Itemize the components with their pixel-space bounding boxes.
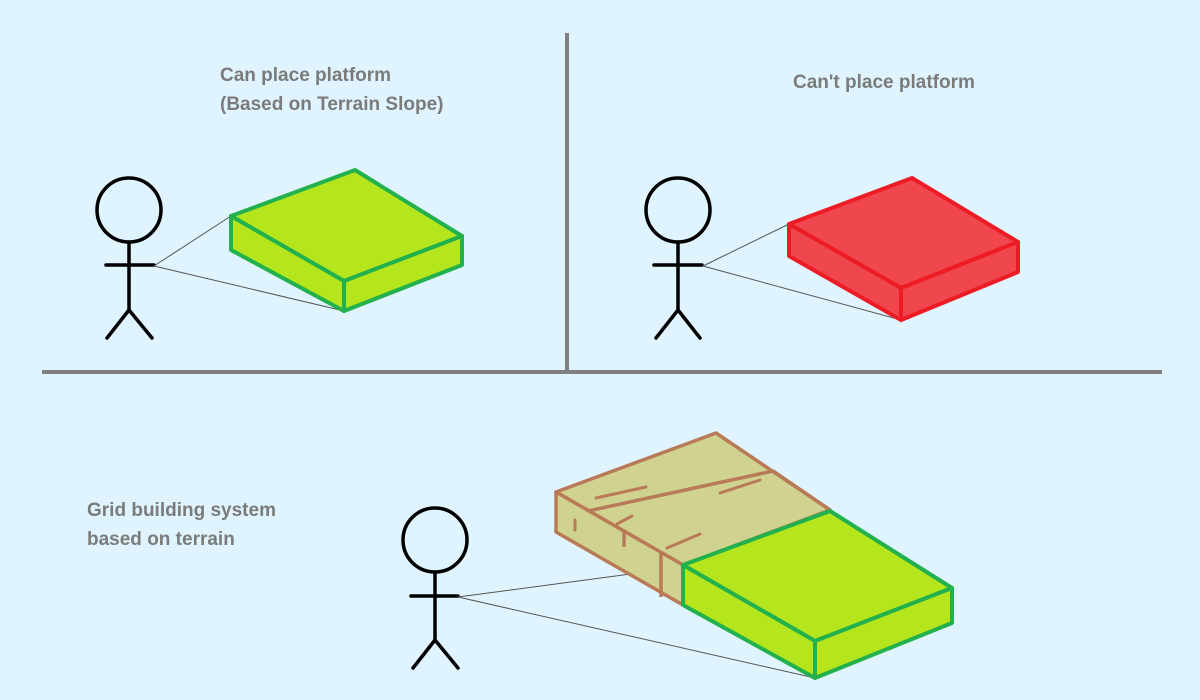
sight-lines (153, 215, 345, 312)
can-place-title: Can place platform (Based on Terrain Slo… (220, 61, 443, 119)
cant-place-title: Can't place platform (793, 68, 975, 97)
stick-figure-icon (644, 176, 712, 340)
red-platform-icon (787, 176, 1020, 322)
cant-place-title-text: Can't place platform (793, 72, 975, 93)
can-place-title-line2: (Based on Terrain Slope) (220, 94, 444, 115)
can-place-title-line1: Can place platform (220, 65, 392, 86)
sight-lines (702, 223, 902, 321)
stick-figure-icon (401, 506, 469, 670)
stick-figure-icon (95, 176, 163, 340)
grid-system-title-line1: Grid building system (87, 500, 276, 521)
green-platform-icon (229, 168, 464, 313)
green-platform-icon (681, 509, 954, 680)
terrain-grid-marks (573, 478, 762, 550)
grid-system-title-line2: based on terrain (87, 529, 235, 550)
grid-system-title: Grid building system based on terrain (87, 496, 276, 554)
